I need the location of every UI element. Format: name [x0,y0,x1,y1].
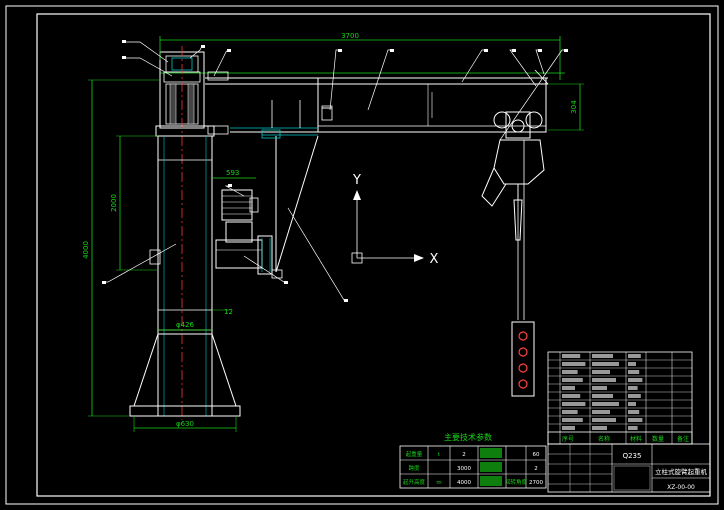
support-brace-diagonal [275,135,319,273]
bom-cell-text-block [562,418,583,422]
params-cell: 2 [462,452,466,458]
params-title: 主要技术参数 [444,432,492,442]
title-material: Q235 [623,452,642,460]
dim-small: 12 [224,308,233,316]
bom-cell-text-block [628,426,638,430]
title-drawing-name: 立柱式旋臂起重机 [655,467,708,476]
bom-cell-text-block [592,370,610,374]
bom-cell-text-block [628,378,643,382]
bom-cell-text-block [562,426,575,430]
dimension-lines [88,36,584,432]
dim-height-total: 4000 [82,241,90,259]
axis-x-label: X [430,252,439,267]
params-table [399,445,547,489]
params-cell: 2 [534,466,538,472]
params-table-cells: 起重量 t 2 60 跨度 3000 2 起升高度 m 4000 回转角度 27… [403,450,544,486]
bom-cell-text-block [628,418,643,422]
bom-cell-text-block [628,386,638,390]
sheet-outer-frame [5,5,719,505]
bom-header-labels: 序号 名称 材料 数量 备注 [562,435,689,443]
bom-cell-text-block [592,378,616,382]
title-drawing-number: XZ-00-00 [667,484,695,491]
column-head [155,46,229,420]
params-cell: 起重量 [406,450,423,458]
bom-cell-text-block [592,394,613,398]
ucs-axis-icon [351,190,424,264]
params-cell: 3000 [457,466,471,472]
bom-cell-text-block [628,354,641,358]
dim-column-mid: 2000 [110,194,118,212]
pendant-control [511,321,535,397]
params-cell: 跨度 [408,464,420,472]
bom-cell-text-block [592,410,610,414]
dim-column-diameter: φ426 [176,321,195,329]
part-leaders [104,41,566,301]
bom-cell-text-block [592,354,613,358]
params-cell: 2700 [529,480,543,486]
bom-cell-text-block [562,370,578,374]
bom-cell-text-block [562,386,575,390]
bom-cell-text-block [562,402,586,406]
part-leader-dots [102,40,568,302]
bom-cell-text-block [628,370,640,374]
bom-cell-text-block [562,378,583,382]
bom-cell-text-block [562,354,581,358]
bom-cell-text-block [628,410,640,414]
sheet-inner-frame [36,13,711,497]
bom-cell-text-block [562,410,578,414]
bom-cell-text-block [592,418,616,422]
bom-cell-text-block [592,402,619,406]
bom-header-label: 材料 [630,435,642,443]
bom-header-label: 数量 [652,435,664,443]
params-cell: 起升高度 [403,478,426,486]
params-cell: m [436,480,441,486]
bom-fill [562,354,643,430]
bom-cell-text-block [592,386,607,390]
bom-rows [548,359,692,425]
axis-y-label: Y [352,173,361,188]
bom-cell-text-block [562,394,581,398]
electric-hoist [481,111,545,320]
bom-cell-text-block [628,362,636,366]
bom-header-label: 名称 [598,435,610,443]
bom-cell-text-block [592,426,607,430]
bom-header-label: 备注 [677,435,689,443]
title-block [547,443,711,493]
bom-header-label: 序号 [562,435,574,443]
params-cell: t [438,452,441,458]
bom-cell-text-block [562,362,586,366]
slewing-motor [215,189,283,279]
dim-end-height: 304 [570,100,578,114]
brace-bracket [261,129,281,139]
bom-cell-text-block [628,394,641,398]
column-base [129,333,241,417]
dim-base-diameter: φ630 [176,420,194,428]
params-cell: 60 [533,452,540,458]
params-cell: 4000 [457,480,471,486]
dim-span: 3700 [341,32,359,40]
bom-cell-text-block [592,362,619,366]
dim-motor-offset: 593 [226,169,239,177]
bom-cell-text-block [628,402,636,406]
params-cell: 回转角度 [505,478,528,486]
column [149,135,213,417]
